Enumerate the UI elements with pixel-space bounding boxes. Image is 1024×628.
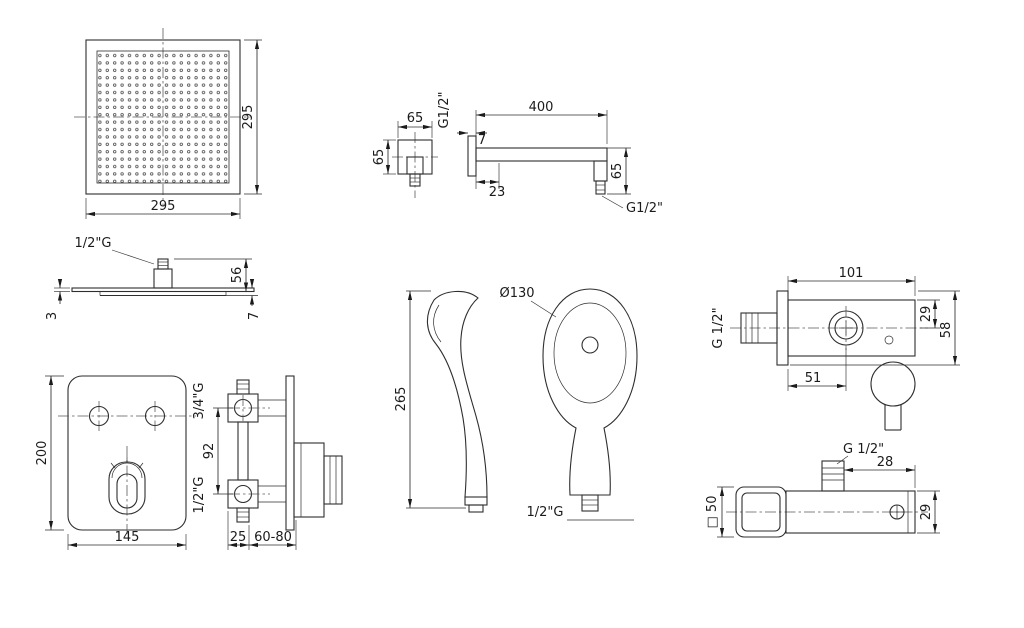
dim-arm-flange-height: 65 xyxy=(372,149,387,166)
dim-hand-length: 265 xyxy=(394,387,409,412)
dim-arm-inset: 23 xyxy=(489,185,506,200)
label-outlet-thread: G 1/2" xyxy=(711,307,726,348)
dim-arm-drop: 65 xyxy=(610,163,625,180)
dim-arm-length: 400 xyxy=(529,100,554,115)
dim-mixer-ports: 92 xyxy=(202,443,217,460)
dim-arm-plate: 7 xyxy=(478,133,486,148)
label-arm-wall-thread: G1/2" xyxy=(437,92,452,129)
dim-mixer-width: 145 xyxy=(115,530,140,545)
dim-head-height: 56 xyxy=(230,267,245,284)
label-arm-end-thread: G1/2" xyxy=(626,201,663,216)
wall-outlet-view: 101 G 1/2" 29 58 51 xyxy=(711,266,960,431)
label-holder-thread: G 1/2" xyxy=(843,442,884,457)
label-mixer-bottom-thread: 1/2"G xyxy=(192,477,207,514)
dim-holder-square: □ 50 xyxy=(705,496,720,529)
dim-head-center: 7 xyxy=(247,312,262,320)
shower-arm-view: 65 65 G1/2" 7 400 23 65 G1/2" xyxy=(372,92,663,216)
dim-mixer-depth: 25 xyxy=(230,530,247,545)
dim-outlet-length: 101 xyxy=(839,266,864,281)
dim-mixer-height: 200 xyxy=(35,441,50,466)
hand-shower-side-view: 265 xyxy=(394,290,488,513)
dim-outlet-29: 29 xyxy=(919,306,934,323)
shower-head-top-view: 295 295 xyxy=(74,28,262,219)
mixer-side-view: 3/4"G 1/2"G 92 25 60-80 xyxy=(192,375,343,550)
mixer-front-view: 200 145 xyxy=(35,375,196,550)
dim-outlet-58: 58 xyxy=(939,322,954,339)
dim-outlet-51: 51 xyxy=(805,371,822,386)
holder-side-view: G 1/2" 28 □ 50 29 xyxy=(705,442,940,538)
dim-head-edge: 3 xyxy=(45,312,60,320)
label-hand-thread: 1/2"G xyxy=(527,505,564,520)
dim-head-bottom: 295 xyxy=(151,199,176,214)
label-hand-diameter: Ø130 xyxy=(499,286,534,301)
shower-head-side-view: 1/2"G 56 3 7 xyxy=(45,236,262,320)
label-head-thread: 1/2"G xyxy=(75,236,112,251)
hand-shower-front-view: Ø130 1/2"G xyxy=(499,286,638,521)
dim-arm-flange-width: 65 xyxy=(407,111,424,126)
dim-head-side: 295 xyxy=(241,105,256,130)
label-mixer-top-thread: 3/4"G xyxy=(192,383,207,420)
dim-holder-29: 29 xyxy=(919,504,934,521)
dim-mixer-range: 60-80 xyxy=(254,530,292,545)
dim-holder-28: 28 xyxy=(877,455,894,470)
